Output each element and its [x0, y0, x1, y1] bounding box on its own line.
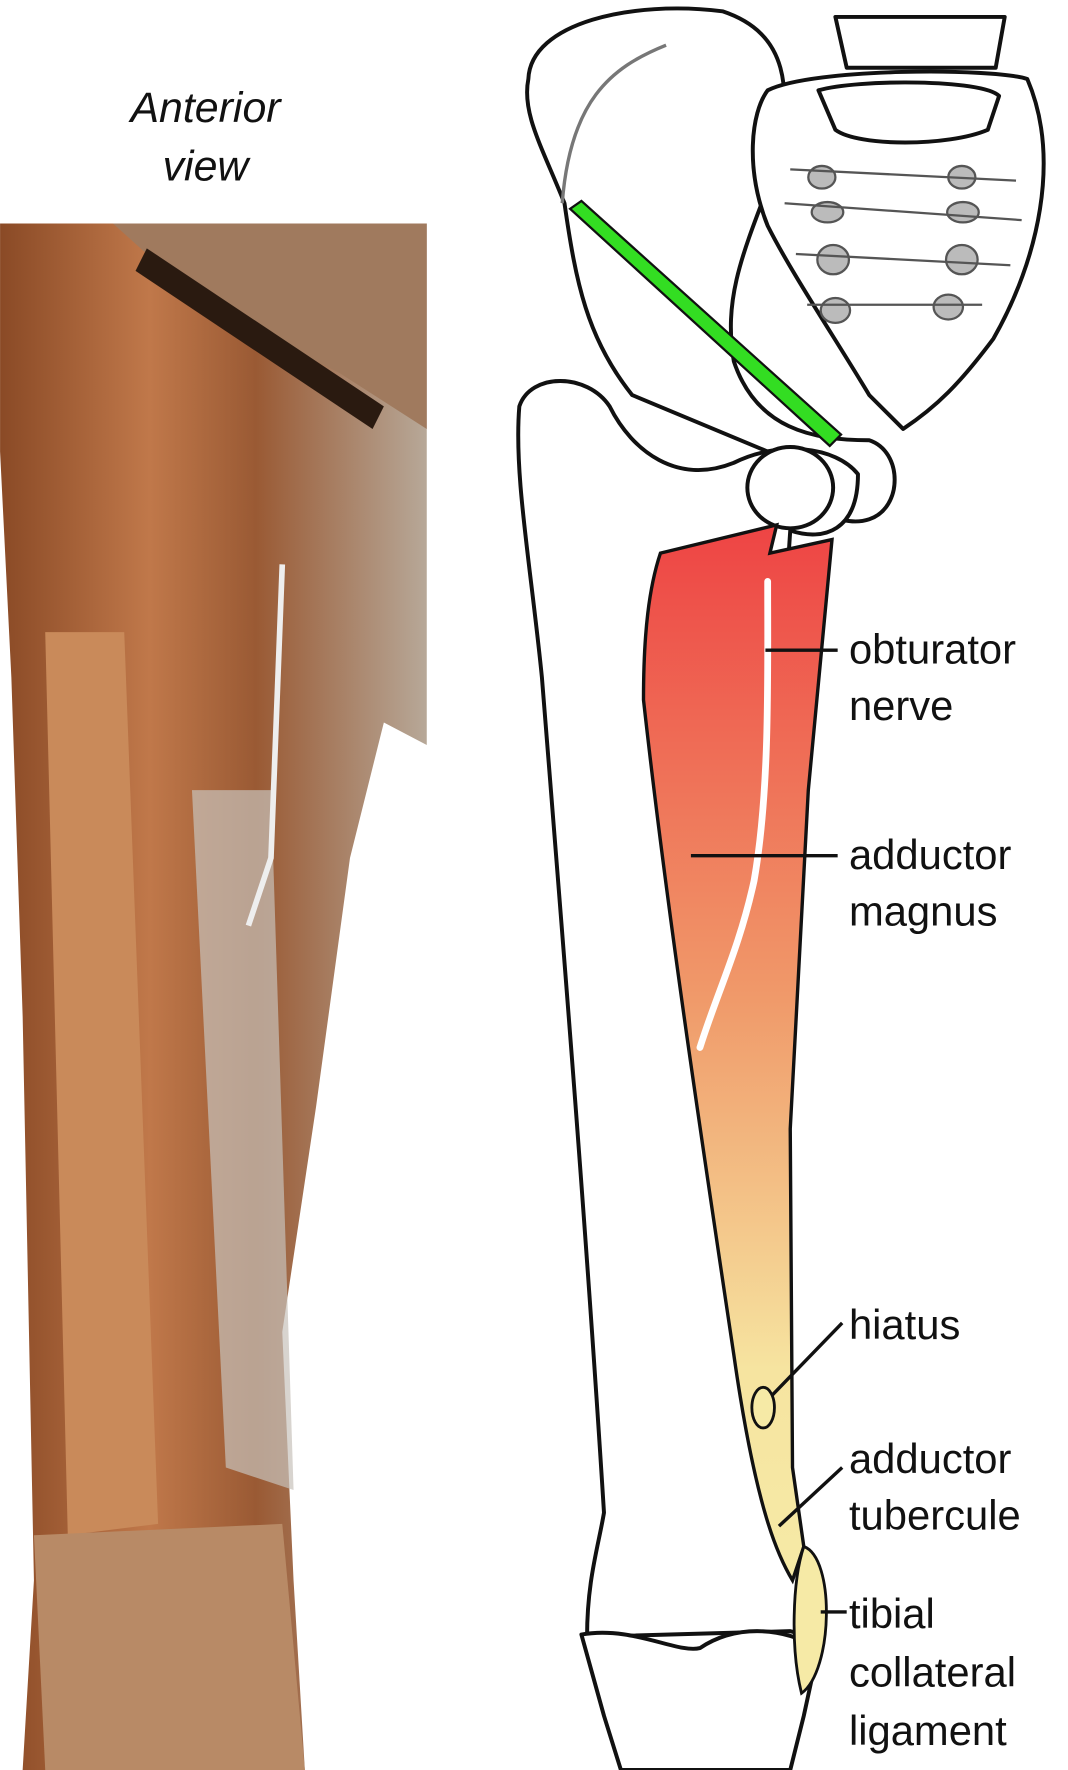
svg-text:nerve: nerve	[849, 682, 953, 729]
hiatus-opening	[750, 1385, 776, 1430]
svg-text:adductor: adductor	[849, 831, 1012, 878]
label-adductor-magnus: adductor magnus	[849, 831, 1012, 934]
pelvis-drawing	[525, 6, 1046, 524]
view-title-line1: Anterior	[127, 84, 282, 132]
tibial-collateral-ligament	[792, 1544, 828, 1696]
tibia-drawing	[579, 1629, 821, 1770]
femur-shaft-photo	[45, 632, 159, 1536]
svg-text:ligament: ligament	[849, 1707, 1007, 1754]
svg-text:hiatus: hiatus	[849, 1301, 960, 1348]
svg-text:tibial: tibial	[849, 1590, 935, 1637]
sacrum	[750, 69, 1046, 431]
label-adductor-tubercule: adductor tubercule	[849, 1435, 1021, 1538]
label-hiatus: hiatus	[849, 1301, 960, 1348]
svg-text:tubercule: tubercule	[849, 1492, 1021, 1539]
svg-text:obturator: obturator	[849, 626, 1016, 673]
adductor-magnus-muscle	[641, 522, 834, 1585]
svg-text:collateral: collateral	[849, 1648, 1016, 1695]
view-title-line2: view	[163, 143, 252, 191]
svg-text:magnus: magnus	[849, 888, 998, 935]
label-tibial-collateral-ligament: tibial collateral ligament	[849, 1590, 1016, 1754]
cadaver-photo	[0, 223, 427, 1770]
ligament-green	[568, 199, 843, 448]
obturator-nerve	[696, 577, 772, 1051]
label-obturator-nerve: obturator nerve	[849, 626, 1016, 729]
svg-text:adductor: adductor	[849, 1435, 1012, 1482]
